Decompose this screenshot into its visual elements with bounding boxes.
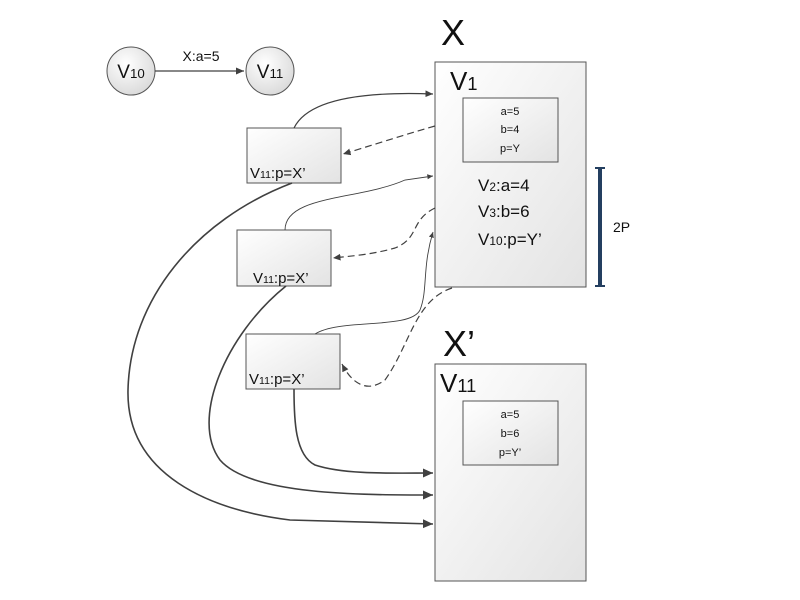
interval-bar bbox=[595, 167, 605, 287]
snapshot-x-version: V1 bbox=[450, 66, 477, 96]
snapshot-x-entry: V10:p=Y’ bbox=[478, 230, 542, 249]
arrow-msg2-to-x bbox=[284, 174, 434, 231]
svg-text:V11:p=X’: V11:p=X’ bbox=[249, 371, 305, 388]
snapshot-x-state-line: p=Y bbox=[500, 143, 521, 155]
snapshot-x-prime-title: X’ bbox=[443, 323, 475, 364]
snapshot-x-state-line: a=5 bbox=[501, 106, 520, 118]
snapshot-x-prime-state-line: b=6 bbox=[501, 428, 520, 440]
snapshot-x-entry: V3:b=6 bbox=[478, 202, 530, 221]
svg-text:V11:p=X’: V11:p=X’ bbox=[250, 165, 306, 182]
snapshot-x-state-box bbox=[462, 97, 559, 163]
snapshot-x-prime-state-line: a=5 bbox=[501, 409, 520, 421]
svg-text:V10: V10 bbox=[117, 62, 144, 83]
snapshot-x-prime-state-box bbox=[462, 400, 559, 466]
snapshot-x-entry: V2:a=4 bbox=[478, 176, 530, 195]
snapshot-x-title: X bbox=[441, 12, 465, 53]
arrow-msg1-to-x bbox=[293, 90, 434, 129]
snapshot-x-prime-state-line: p=Y’ bbox=[499, 447, 521, 459]
message-box-3: V11:p=X’ bbox=[245, 333, 341, 390]
dashed-arrow-x-to-msg1 bbox=[342, 125, 436, 156]
arrow-msg1-to-xprime bbox=[127, 182, 434, 529]
svg-text:V11: V11 bbox=[257, 62, 284, 83]
arrow-msg3-to-xprime bbox=[293, 388, 434, 478]
version-node-v11: V11 bbox=[245, 46, 295, 96]
interval-label: 2P bbox=[613, 219, 630, 235]
version-node-v10: V10 bbox=[106, 46, 156, 96]
message-box-1: V11:p=X’ bbox=[246, 127, 342, 184]
snapshot-x-box: V1 a=5 b=4 p=Y V2:a=4 V3:b=6 V10:p=Y’ bbox=[434, 61, 587, 288]
arrow-msg3-to-x bbox=[314, 231, 434, 335]
dashed-arrow-x-to-msg3 bbox=[341, 287, 453, 387]
arrow-msg2-to-xprime bbox=[208, 285, 434, 500]
dashed-arrow-x-to-msg2 bbox=[332, 207, 436, 261]
message-box-2: V11:p=X’ bbox=[236, 229, 332, 287]
snapshot-x-state-line: b=4 bbox=[501, 124, 520, 136]
edge-label: X:a=5 bbox=[183, 48, 220, 64]
snapshot-x-prime-version: V11 bbox=[440, 368, 476, 398]
snapshot-x-prime-box: V11 a=5 b=6 p=Y’ bbox=[434, 363, 587, 582]
svg-text:V11:p=X’: V11:p=X’ bbox=[253, 270, 309, 287]
